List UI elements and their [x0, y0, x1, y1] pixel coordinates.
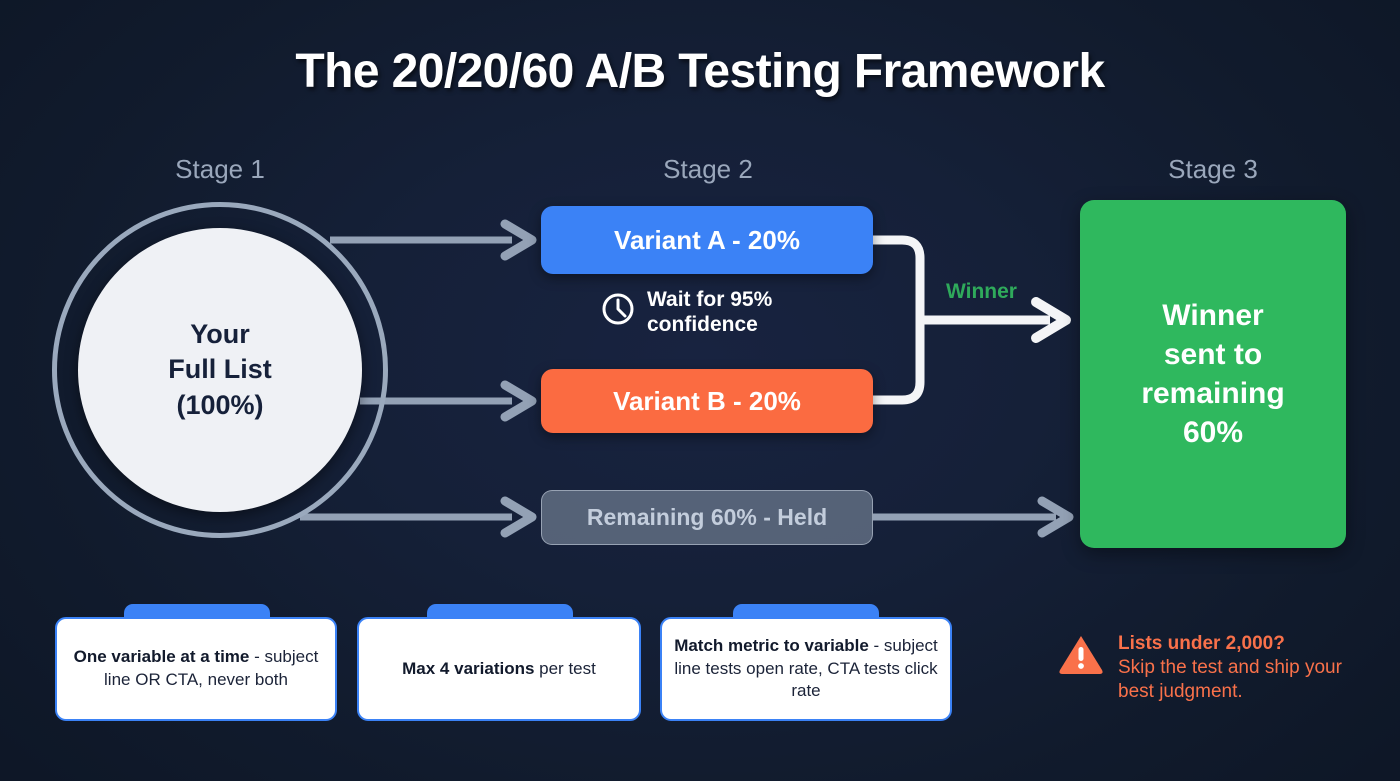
wait-note-text: Wait for 95% confidence [647, 288, 772, 338]
winner-line-3: remaining [1141, 377, 1285, 410]
tip-card-1-bold: One variable at a time [73, 647, 250, 667]
warning-triangle-icon [1058, 632, 1104, 681]
warning-body: Skip the test and ship your best judgmen… [1118, 656, 1342, 702]
full-list-line-2: Full List [168, 354, 272, 385]
clock-icon [600, 291, 636, 334]
winner-line-4: 60% [1182, 416, 1244, 449]
stage-2-label: Stage 2 [663, 154, 753, 184]
variant-b-label: Variant B - 20% [613, 385, 801, 416]
tip-card-3-text: Match metric to variable - subject line … [662, 635, 950, 703]
variant-b-box[interactable]: Variant B - 20% [541, 369, 873, 433]
full-list-node: Your Full List (100%) [52, 202, 388, 538]
arrow-held-to-winner-box [873, 496, 1074, 538]
tip-card-3-bold: Match metric to variable [674, 636, 869, 656]
winner-line-2: sent to [1163, 338, 1263, 371]
tip-card-1-rest: - subject line OR CTA, never both [104, 647, 319, 689]
wait-note-line-2: confidence [647, 312, 758, 336]
remaining-held-box[interactable]: Remaining 60% - Held [541, 490, 873, 545]
wait-for-confidence-note: Wait for 95% confidence [600, 288, 900, 338]
small-list-warning: Lists under 2,000? Skip the test and shi… [1058, 632, 1358, 704]
variant-a-label: Variant A - 20% [614, 224, 800, 255]
winner-box-text: Winner sent to remaining 60% [1127, 296, 1298, 452]
full-list-line-3: (100%) [176, 389, 264, 420]
arrow-to-held [300, 496, 537, 538]
tip-card-2: Max 4 variations per test [357, 617, 641, 721]
tip-card-3: Match metric to variable - subject line … [660, 617, 952, 721]
tip-card-2-rest: per test [534, 658, 596, 678]
warning-text: Lists under 2,000? Skip the test and shi… [1118, 632, 1358, 704]
arrow-to-variant-a [330, 219, 537, 261]
winner-connector-label: Winner [946, 280, 1017, 303]
remaining-held-label: Remaining 60% - Held [586, 504, 828, 530]
page-title: The 20/20/60 A/B Testing Framework [295, 45, 1105, 98]
winner-merge-bracket [873, 235, 1071, 405]
winner-line-1: Winner [1162, 299, 1264, 332]
tip-card-2-bold: Max 4 variations [402, 658, 535, 678]
tip-card-1: One variable at a time - subject line OR… [55, 617, 337, 721]
tip-card-2-text: Max 4 variations per test [391, 658, 607, 681]
variant-a-box[interactable]: Variant A - 20% [541, 206, 873, 274]
stage-1-label: Stage 1 [175, 154, 265, 184]
winner-destination-box[interactable]: Winner sent to remaining 60% [1080, 200, 1346, 548]
full-list-text: Your Full List (100%) [168, 317, 272, 422]
arrow-to-variant-b [360, 380, 537, 422]
tip-card-1-text: One variable at a time - subject line OR… [57, 646, 335, 691]
warning-headline: Lists under 2,000? [1118, 633, 1285, 654]
tip-card-3-rest: - subject line tests open rate, CTA test… [674, 636, 938, 701]
full-list-line-1: Your [190, 319, 250, 350]
circle-disc: Your Full List (100%) [78, 228, 362, 512]
circle-outer-ring [52, 202, 388, 538]
stage-3-label: Stage 3 [1168, 154, 1258, 184]
wait-note-line-1: Wait for 95% [647, 288, 773, 311]
